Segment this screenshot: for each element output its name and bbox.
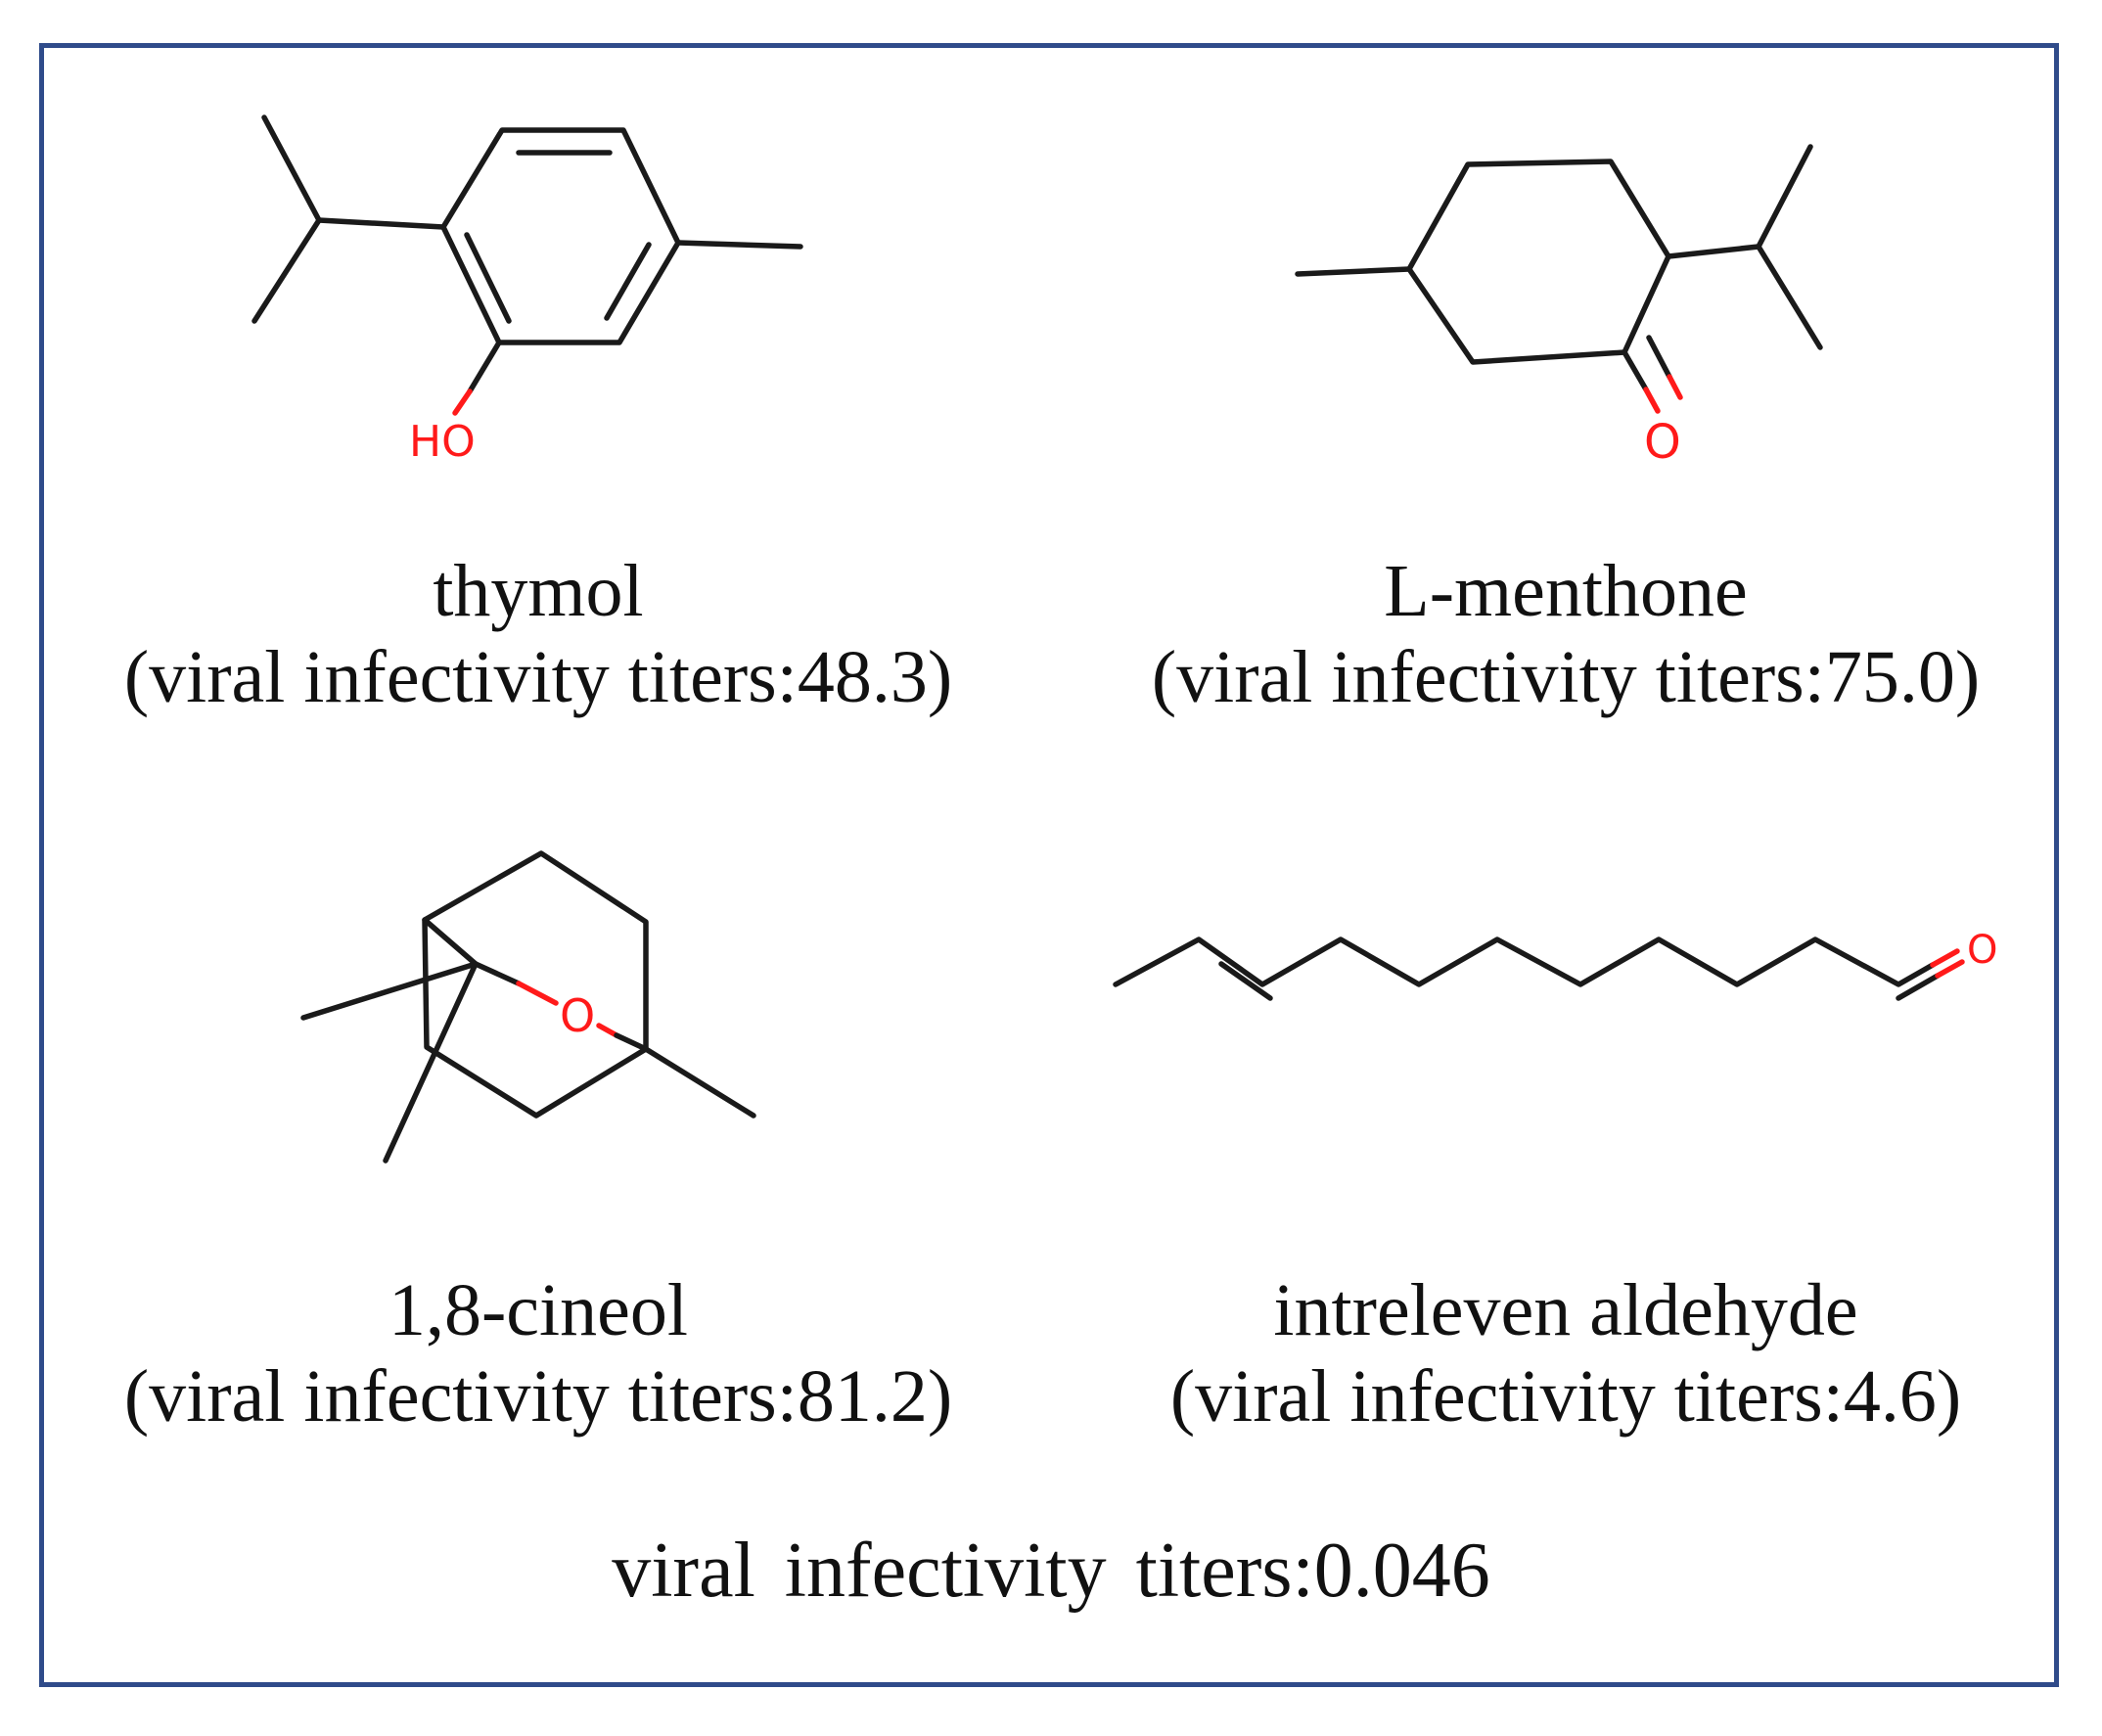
cineol-titer: (viral infectivity titers:81.2) xyxy=(123,1355,953,1438)
l-menthone-structure: O xyxy=(1295,144,1823,470)
thymol-structure: HO xyxy=(251,114,803,467)
intreleven-o-label: O xyxy=(1967,928,1997,973)
l-menthone-caption: L-menthone (viral infectivity titers:75.… xyxy=(1076,548,2055,720)
l-menthone-o-label: O xyxy=(1644,415,1681,470)
figure-frame xyxy=(39,43,2059,1687)
intreleven-aldehyde-structure: O xyxy=(1113,928,1997,1001)
intreleven-titer: (viral infectivity titers:4.6) xyxy=(1169,1355,1962,1438)
cineol-name: 1,8-cineol xyxy=(388,1269,688,1351)
l-menthone-titer: (viral infectivity titers:75.0) xyxy=(1151,636,1981,718)
cineol-structure: O xyxy=(300,850,756,1164)
intreleven-caption: intreleven aldehyde (viral infectivity t… xyxy=(1076,1267,2055,1439)
cineol-caption: 1,8-cineol (viral infectivity titers:81.… xyxy=(49,1267,1028,1439)
cineol-o-label: O xyxy=(560,989,595,1042)
thymol-caption: thymol (viral infectivity titers:48.3) xyxy=(49,548,1028,720)
l-menthone-name: L-menthone xyxy=(1384,550,1748,632)
intreleven-name: intreleven aldehyde xyxy=(1273,1269,1858,1351)
thymol-name: thymol xyxy=(433,550,644,632)
thymol-titer: (viral infectivity titers:48.3) xyxy=(123,636,953,718)
thymol-oh-label: HO xyxy=(409,417,476,467)
footer-note: viral infectivity titers:0.046 xyxy=(612,1528,1490,1614)
